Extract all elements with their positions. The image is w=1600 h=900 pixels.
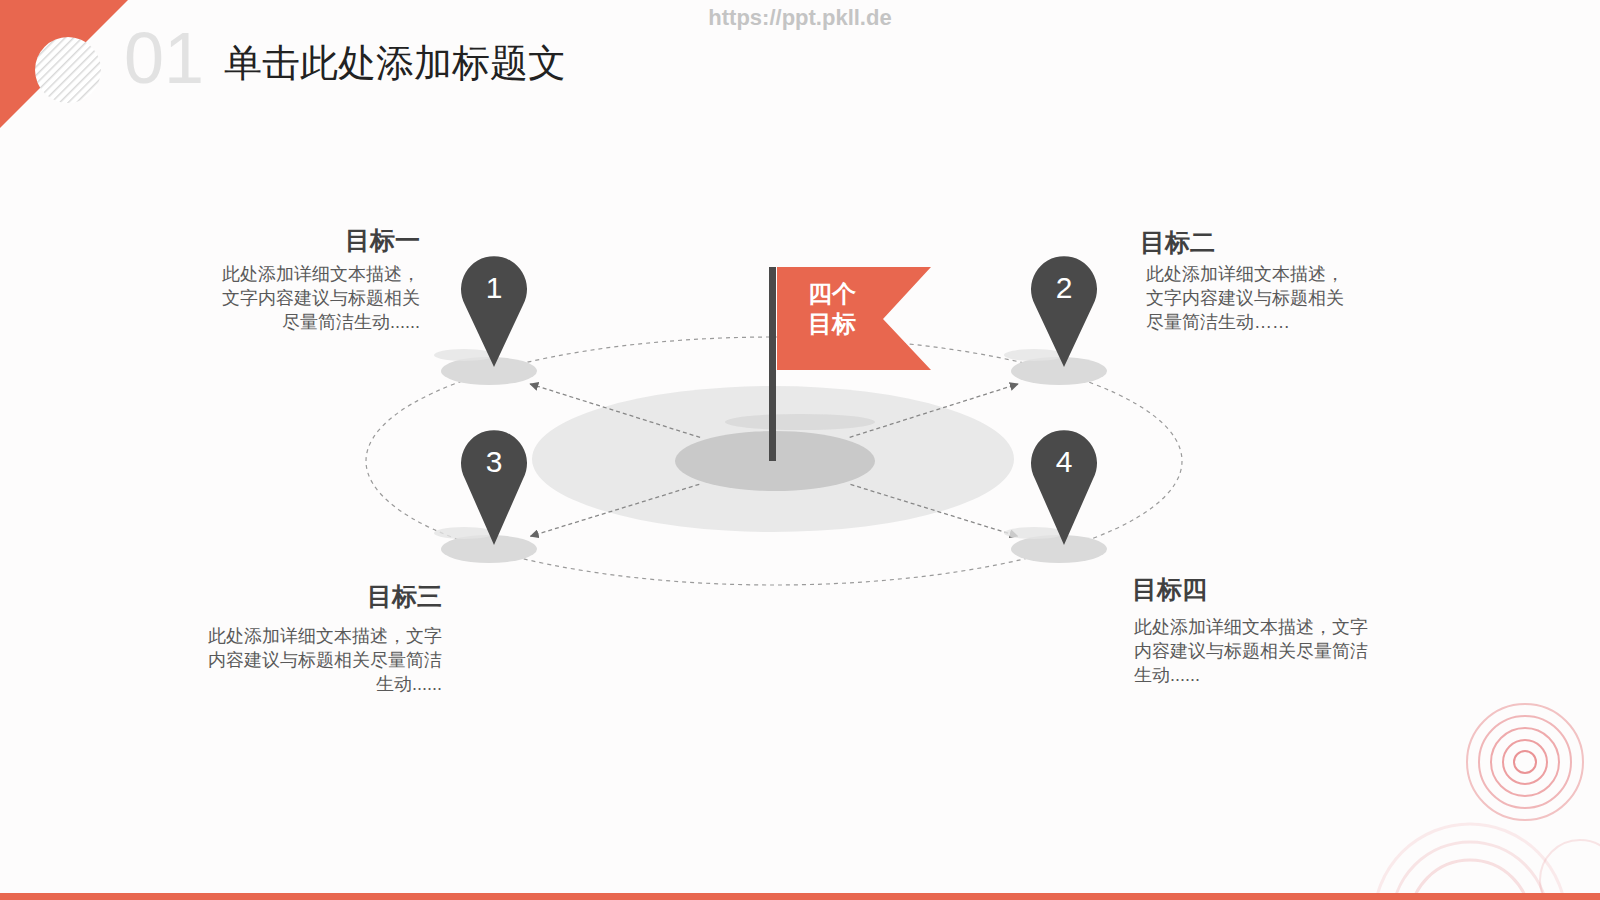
corner-triangle <box>0 0 128 128</box>
goal-heading: 目标三 <box>282 580 442 612</box>
goal-flag: 四个目标 <box>675 431 875 491</box>
goal-heading: 目标二 <box>1140 226 1300 258</box>
flag-text: 四个目标 <box>807 279 857 339</box>
goal-description: 此处添加详细文本描述，文字内容建议与标题相关尽量简洁生动...... <box>218 262 420 334</box>
goal-description: 此处添加详细文本描述，文字内容建议与标题相关尽量简洁生动...... <box>204 624 442 696</box>
location-pin: 2 <box>1014 255 1114 385</box>
location-pin: 4 <box>1014 429 1114 563</box>
pin-number: 1 <box>464 270 524 306</box>
location-pin: 1 <box>444 255 544 385</box>
flag-shape <box>675 431 875 491</box>
goal-heading: 目标四 <box>1132 573 1292 605</box>
slide-title: 单击此处添加标题文 <box>224 38 566 89</box>
dashed-arrow <box>530 384 700 437</box>
goal-heading: 目标一 <box>260 224 420 256</box>
pin-number: 3 <box>464 444 524 480</box>
striped-circle <box>35 37 101 103</box>
bottom-bar <box>0 893 1600 900</box>
pin-number: 2 <box>1034 270 1094 306</box>
pin-number: 4 <box>1034 444 1094 480</box>
dashed-arrow <box>531 484 700 536</box>
watermark: https://ppt.pkll.de <box>600 4 1000 32</box>
goal-description: 此处添加详细文本描述，文字内容建议与标题相关尽量简洁生动…… <box>1146 262 1348 334</box>
goal-description: 此处添加详细文本描述，文字内容建议与标题相关尽量简洁生动...... <box>1134 615 1372 687</box>
location-pin: 3 <box>444 429 544 563</box>
dashed-arrow <box>850 484 1017 536</box>
section-number: 01 <box>124 16 224 100</box>
ripple-decoration <box>1374 704 1600 893</box>
dashed-arrow <box>850 384 1018 437</box>
